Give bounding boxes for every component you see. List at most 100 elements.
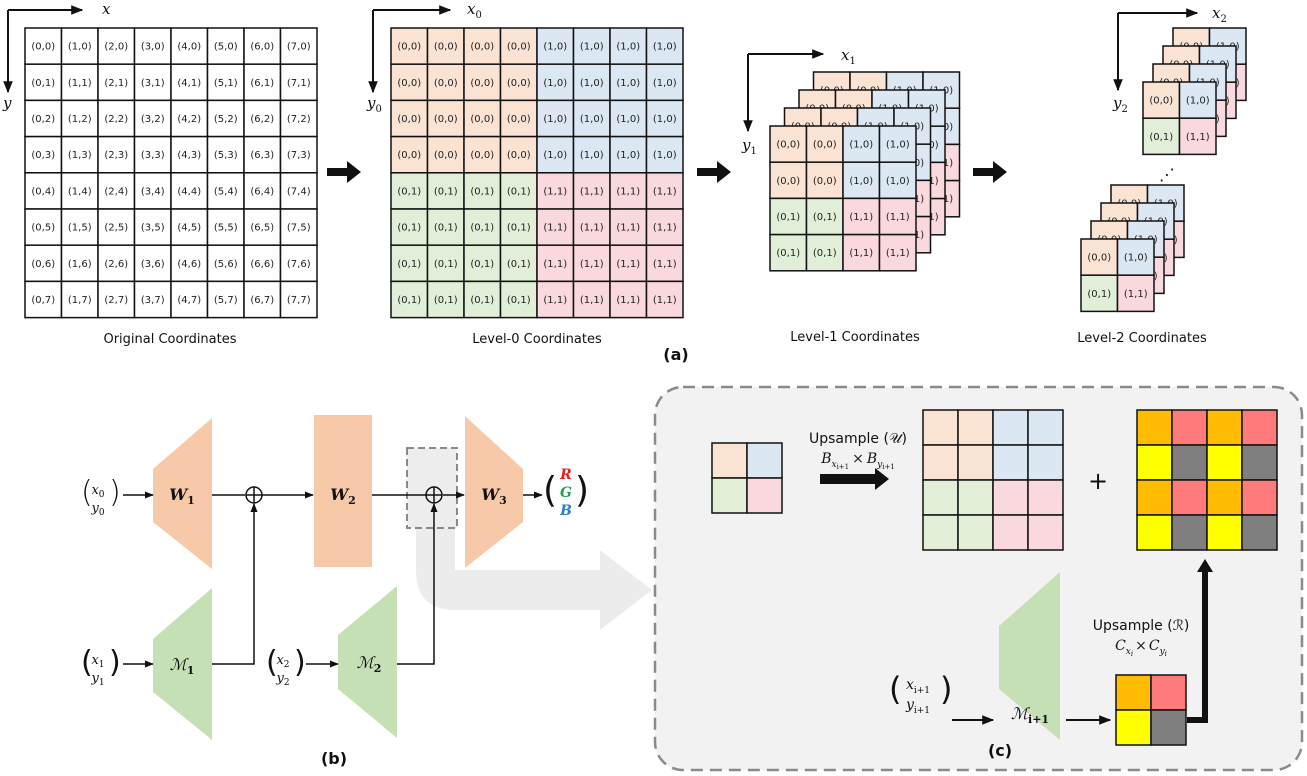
- grid-cell: (1,0): [536, 63, 575, 102]
- cell-label: (1,1): [543, 223, 567, 234]
- cell-label: (5,4): [214, 186, 238, 197]
- input-xi1-yi1: ( xi+1 yi+1 ): [889, 670, 952, 716]
- cell-box: [957, 479, 994, 516]
- grid-cell: (0,0): [805, 125, 844, 163]
- cell-box: [24, 280, 63, 319]
- cell-label: (1,0): [653, 114, 677, 125]
- grid-cell: (0,0): [426, 99, 465, 138]
- cell-label: (0,1): [434, 295, 458, 306]
- grid-cell: (4,4): [170, 172, 209, 210]
- upsample-r-arrowhead: [1197, 559, 1213, 572]
- grid-cell: (1,0): [842, 161, 881, 200]
- cell-box: [463, 135, 502, 174]
- w3-block: [465, 416, 523, 568]
- cell-label: (7,3): [287, 150, 311, 161]
- y2-axis-label: y2: [1112, 94, 1128, 115]
- cell-box: [645, 135, 684, 174]
- cell-label: (0,1): [434, 259, 458, 270]
- grid-cell: (7,4): [279, 172, 318, 210]
- grid-cell: (4,5): [170, 208, 209, 246]
- cell-label: (0,0): [434, 42, 458, 53]
- mi1-block: [999, 572, 1060, 740]
- w2-block: [314, 415, 372, 567]
- stack-layer: (0,0)(0,0)(1,0)(1,0)(0,0)(0,0)(1,0)(1,0)…: [769, 125, 917, 272]
- grid-cell: (1,1): [536, 280, 575, 319]
- grid-cell: (1,1): [536, 208, 575, 246]
- grid-cell: (6,5): [243, 208, 282, 246]
- cell-box: [133, 63, 172, 102]
- grid-cell: (4,1): [170, 63, 209, 102]
- grid-cell: (0,1): [426, 244, 465, 283]
- cell-label: (1,1): [1186, 132, 1210, 143]
- cell-box: [243, 244, 282, 283]
- grid-cell: (0,2): [24, 99, 63, 138]
- grid-cell: (1,0): [609, 63, 648, 102]
- cell-box: [1080, 274, 1119, 313]
- grid-cell: (0,0): [24, 27, 63, 65]
- cell-label: (6,7): [250, 295, 274, 306]
- grid-cell: (0,0): [1142, 81, 1181, 119]
- grid-cell: [1206, 409, 1243, 446]
- grid-cell: [1241, 444, 1278, 481]
- cell-box: [243, 135, 282, 174]
- cell-box: [499, 99, 538, 138]
- grid-cell: (0,1): [390, 280, 429, 319]
- cell-label: (1,0): [653, 78, 677, 89]
- cell-box: [746, 442, 783, 479]
- grid-cell: (2,4): [97, 172, 136, 210]
- stack-ellipsis: ⋰: [1159, 165, 1175, 184]
- cell-label: (1,1): [849, 248, 873, 259]
- cell-label: (6,2): [250, 114, 274, 125]
- cell-box: [279, 99, 318, 138]
- grid-cell: [957, 514, 994, 551]
- cell-label: (1,1): [653, 223, 677, 234]
- y0-axis-label: y0: [366, 94, 382, 115]
- cell-label: (0,0): [434, 114, 458, 125]
- grid-cell: (0,0): [390, 63, 429, 102]
- cell-label: (0,0): [776, 176, 800, 187]
- transform-arrow-icon: [697, 161, 731, 183]
- grid-cell: (0,1): [1142, 117, 1181, 156]
- cell-box: [170, 244, 209, 283]
- cell-label: (5,2): [214, 114, 238, 125]
- cell-box: [1116, 274, 1155, 313]
- cell-box: [746, 477, 783, 514]
- grid-cell: (0,0): [805, 161, 844, 200]
- grid-cell: [1027, 514, 1064, 551]
- grid-cell: [957, 479, 994, 516]
- cell-label: (1,0): [68, 42, 92, 53]
- x2-axis-label: x2: [1212, 4, 1227, 25]
- cell-box: [957, 444, 994, 481]
- input-x: x2: [276, 653, 289, 670]
- cell-box: [711, 477, 748, 514]
- cell-box: [1241, 514, 1278, 551]
- cell-label: (7,0): [287, 42, 311, 53]
- cell-label: (0,6): [31, 259, 55, 270]
- grid-cell: [1206, 444, 1243, 481]
- cell-label: (0,1): [813, 248, 837, 259]
- cell-label: (2,5): [104, 223, 128, 234]
- grid-cell: [922, 514, 959, 551]
- cell-label: (0,0): [434, 150, 458, 161]
- grid-cell: (0,1): [463, 172, 502, 210]
- cell-label: (3,1): [141, 78, 165, 89]
- transform-arrow-icon: [973, 161, 1007, 183]
- level2-axes: x2 y2: [1112, 4, 1227, 115]
- cell-label: (5,5): [214, 223, 238, 234]
- left-paren: (: [889, 670, 901, 708]
- grid-cell: (1,1): [572, 172, 611, 210]
- grid-cell: (1,6): [60, 244, 99, 283]
- cell-box: [1115, 709, 1152, 746]
- cell-box: [463, 99, 502, 138]
- cell-box: [206, 27, 245, 65]
- cell-box: [279, 208, 318, 246]
- cell-box: [390, 244, 429, 283]
- grid-cell: (7,2): [279, 99, 318, 138]
- grid-cell: (5,7): [206, 280, 245, 319]
- grid-cell: (1,1): [645, 172, 684, 210]
- cell-box: [463, 63, 502, 102]
- grid-cell: [1136, 514, 1173, 551]
- grid-cell: [992, 514, 1029, 551]
- grid-cell: [1115, 709, 1152, 746]
- grid-cell: (4,6): [170, 244, 209, 283]
